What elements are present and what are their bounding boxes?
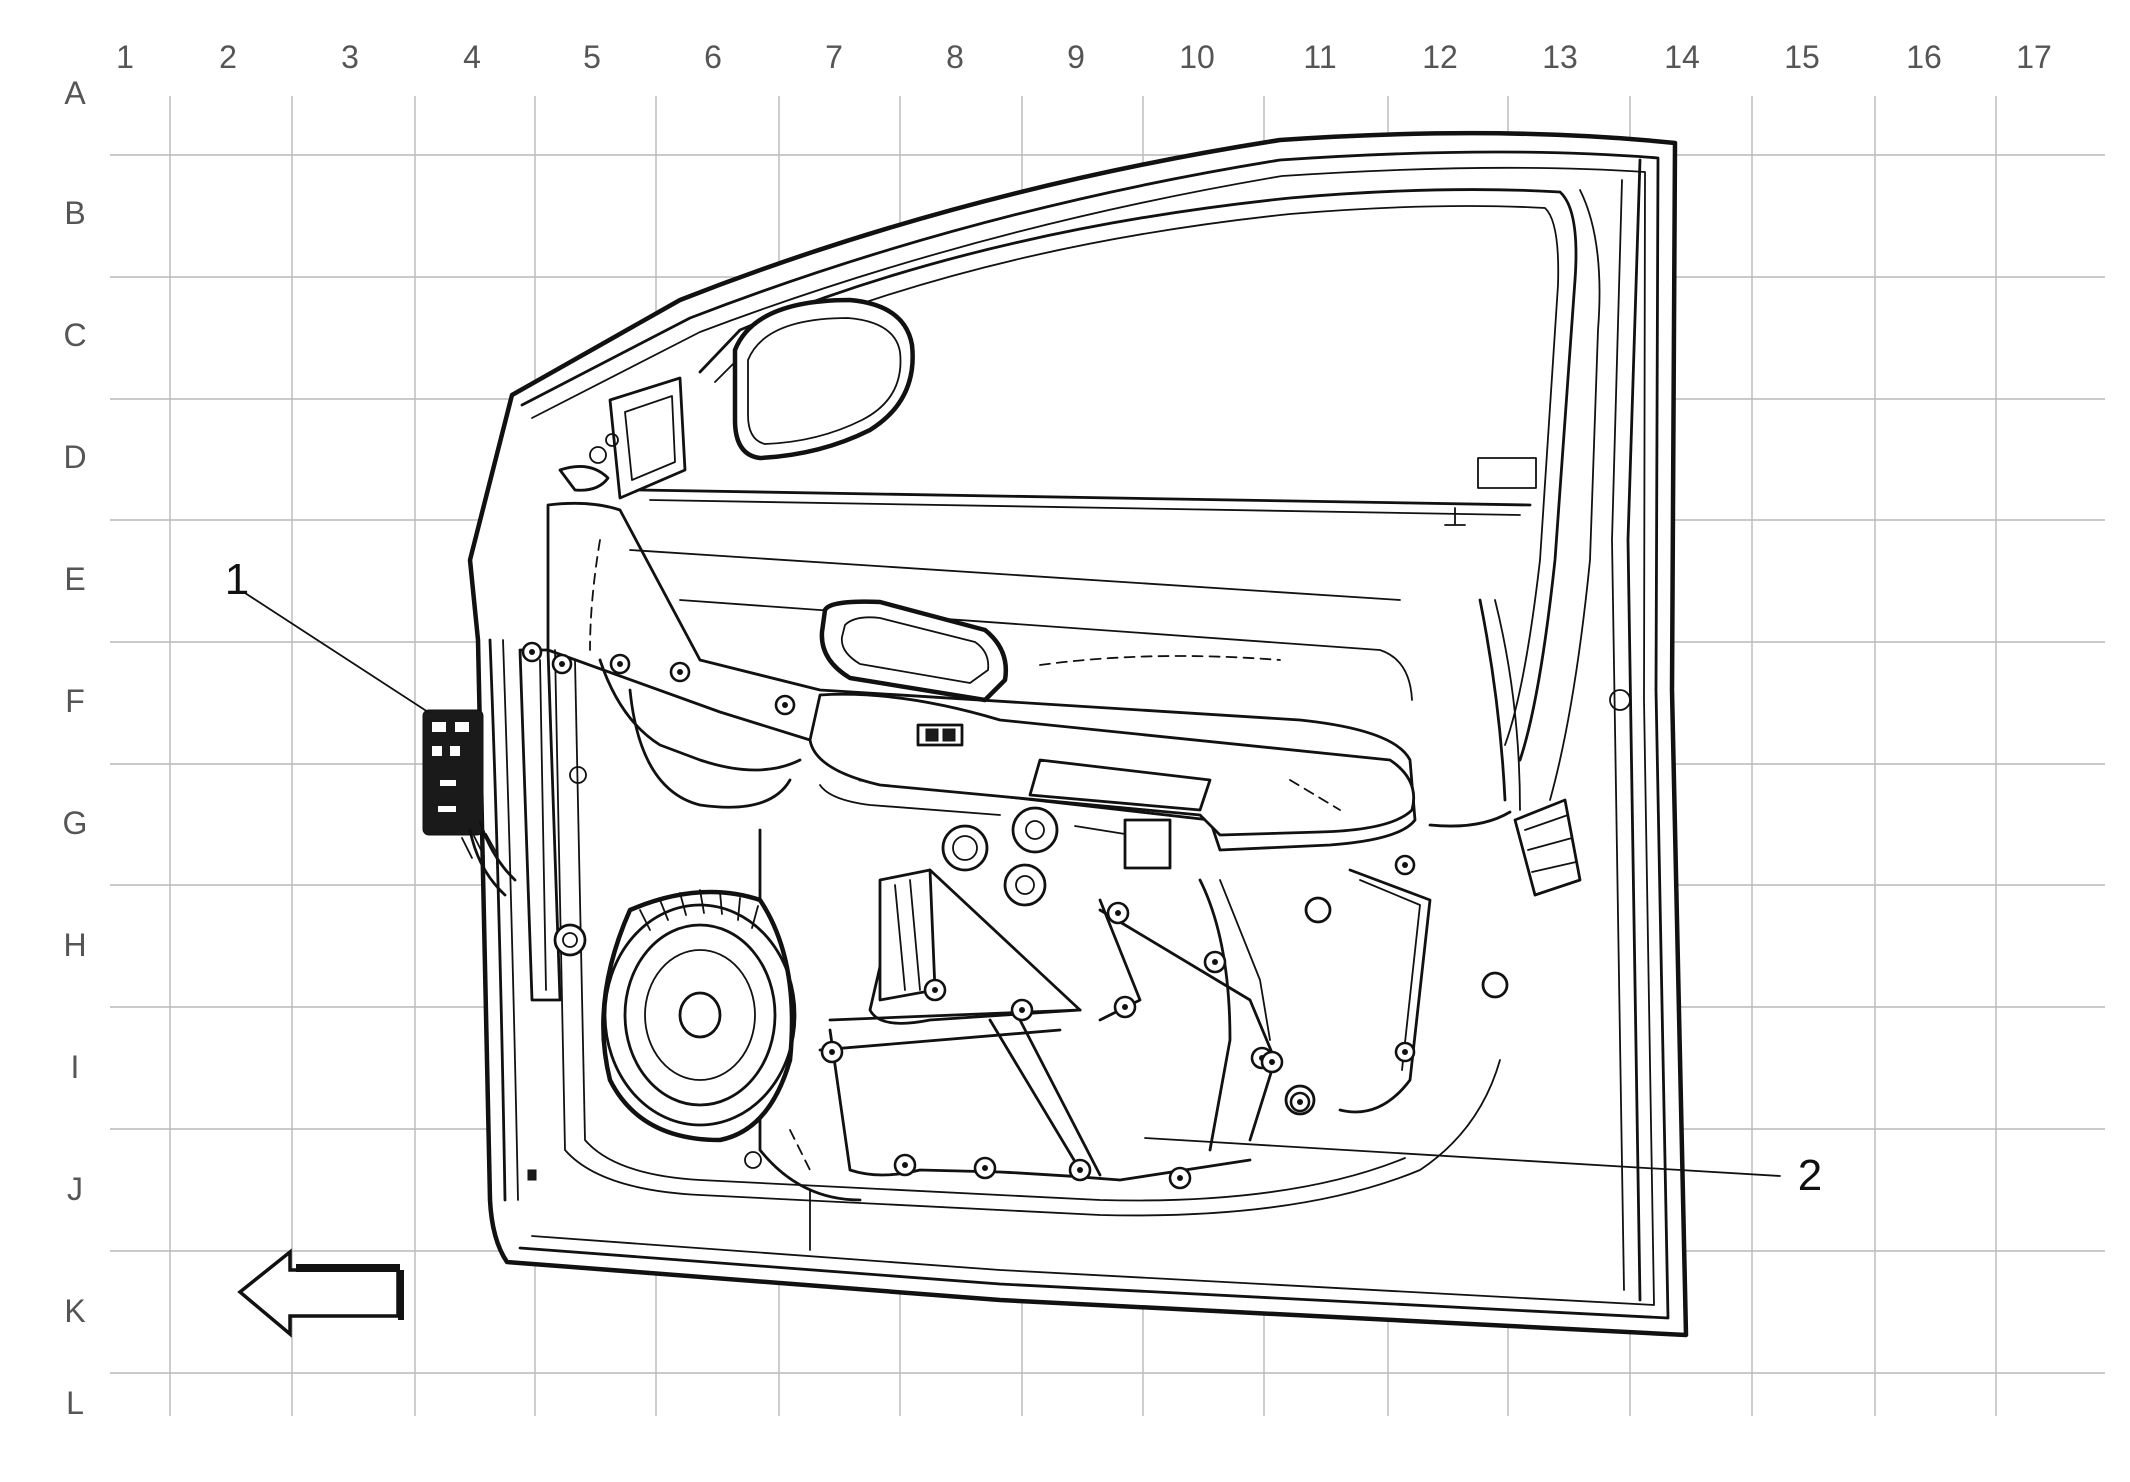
row-label: F	[65, 683, 85, 719]
fasteners	[521, 641, 1416, 1190]
row-label: I	[71, 1049, 80, 1085]
bolt-icon	[669, 661, 691, 683]
side-mirror	[558, 297, 915, 500]
bolt-icon	[1068, 1158, 1092, 1182]
column-label: 12	[1422, 39, 1458, 75]
column-label: 16	[1906, 39, 1942, 75]
door-window-opening	[638, 188, 1601, 801]
bolt-icon	[1010, 998, 1034, 1022]
bolt-icon	[973, 1156, 997, 1180]
column-label: 5	[583, 39, 601, 75]
column-label: 11	[1303, 39, 1336, 75]
column-label: 2	[219, 39, 237, 75]
column-label: 7	[825, 39, 843, 75]
glass-label-patch	[1477, 457, 1537, 489]
bolt-icon	[1289, 1091, 1311, 1113]
column-label: 10	[1179, 39, 1215, 75]
bolt-icon	[1394, 854, 1416, 876]
bolt-icon	[1106, 901, 1130, 925]
bolt-icon	[1168, 1166, 1192, 1190]
mirror-mount-bracket	[608, 376, 687, 500]
row-label: H	[63, 927, 86, 963]
row-label: E	[64, 561, 85, 597]
bolt-icon	[820, 1040, 844, 1064]
bolt-icon	[1394, 1041, 1416, 1063]
row-label: D	[63, 439, 86, 475]
column-label: 13	[1542, 39, 1578, 75]
bolt-icon	[923, 978, 947, 1002]
bolt-icon	[774, 694, 796, 716]
door-speaker	[601, 889, 797, 1143]
bolt-icon	[609, 653, 631, 675]
column-label: 8	[946, 39, 964, 75]
column-label: 17	[2016, 39, 2052, 75]
row-label: G	[63, 805, 88, 841]
callout-1-label: 1	[225, 555, 249, 604]
bolt-icon	[551, 653, 573, 675]
door-trim-panel	[546, 501, 1417, 852]
callout-2-label: 2	[1798, 1151, 1822, 1200]
row-label: C	[63, 317, 86, 353]
row-label: B	[64, 195, 85, 231]
column-label: 6	[704, 39, 722, 75]
callout-2-indicator: 2	[1144, 1137, 1822, 1200]
column-label: 9	[1067, 39, 1085, 75]
grid-row-labels: A B C D E F G H I J K L	[63, 75, 88, 1421]
row-label: A	[64, 75, 86, 111]
column-label: 4	[463, 39, 481, 75]
bolt-icon	[521, 641, 543, 663]
left-arrow-icon	[237, 1248, 404, 1338]
callout-1-connector: 1	[225, 555, 517, 897]
window-motor	[941, 806, 1172, 907]
column-label: 15	[1784, 39, 1820, 75]
bolt-icon	[893, 1153, 917, 1177]
row-label: K	[64, 1293, 85, 1329]
row-label: J	[67, 1171, 83, 1207]
bolt-icon	[1203, 950, 1227, 974]
row-label: L	[66, 1385, 84, 1421]
bolt-icon	[1260, 1050, 1284, 1074]
column-label: 14	[1664, 39, 1700, 75]
callout-1-leader	[244, 592, 429, 713]
grid-column-labels: 1 2 3 4 5 6 7 8 9 10 11 12 13 14 15 16 1…	[116, 39, 2052, 75]
bolt-icon	[1113, 995, 1137, 1019]
window-regulator	[818, 868, 1277, 1182]
column-label: 3	[341, 39, 359, 75]
door-details	[527, 766, 1332, 1181]
column-label: 1	[116, 39, 134, 75]
callout-2-leader	[1144, 1137, 1781, 1177]
